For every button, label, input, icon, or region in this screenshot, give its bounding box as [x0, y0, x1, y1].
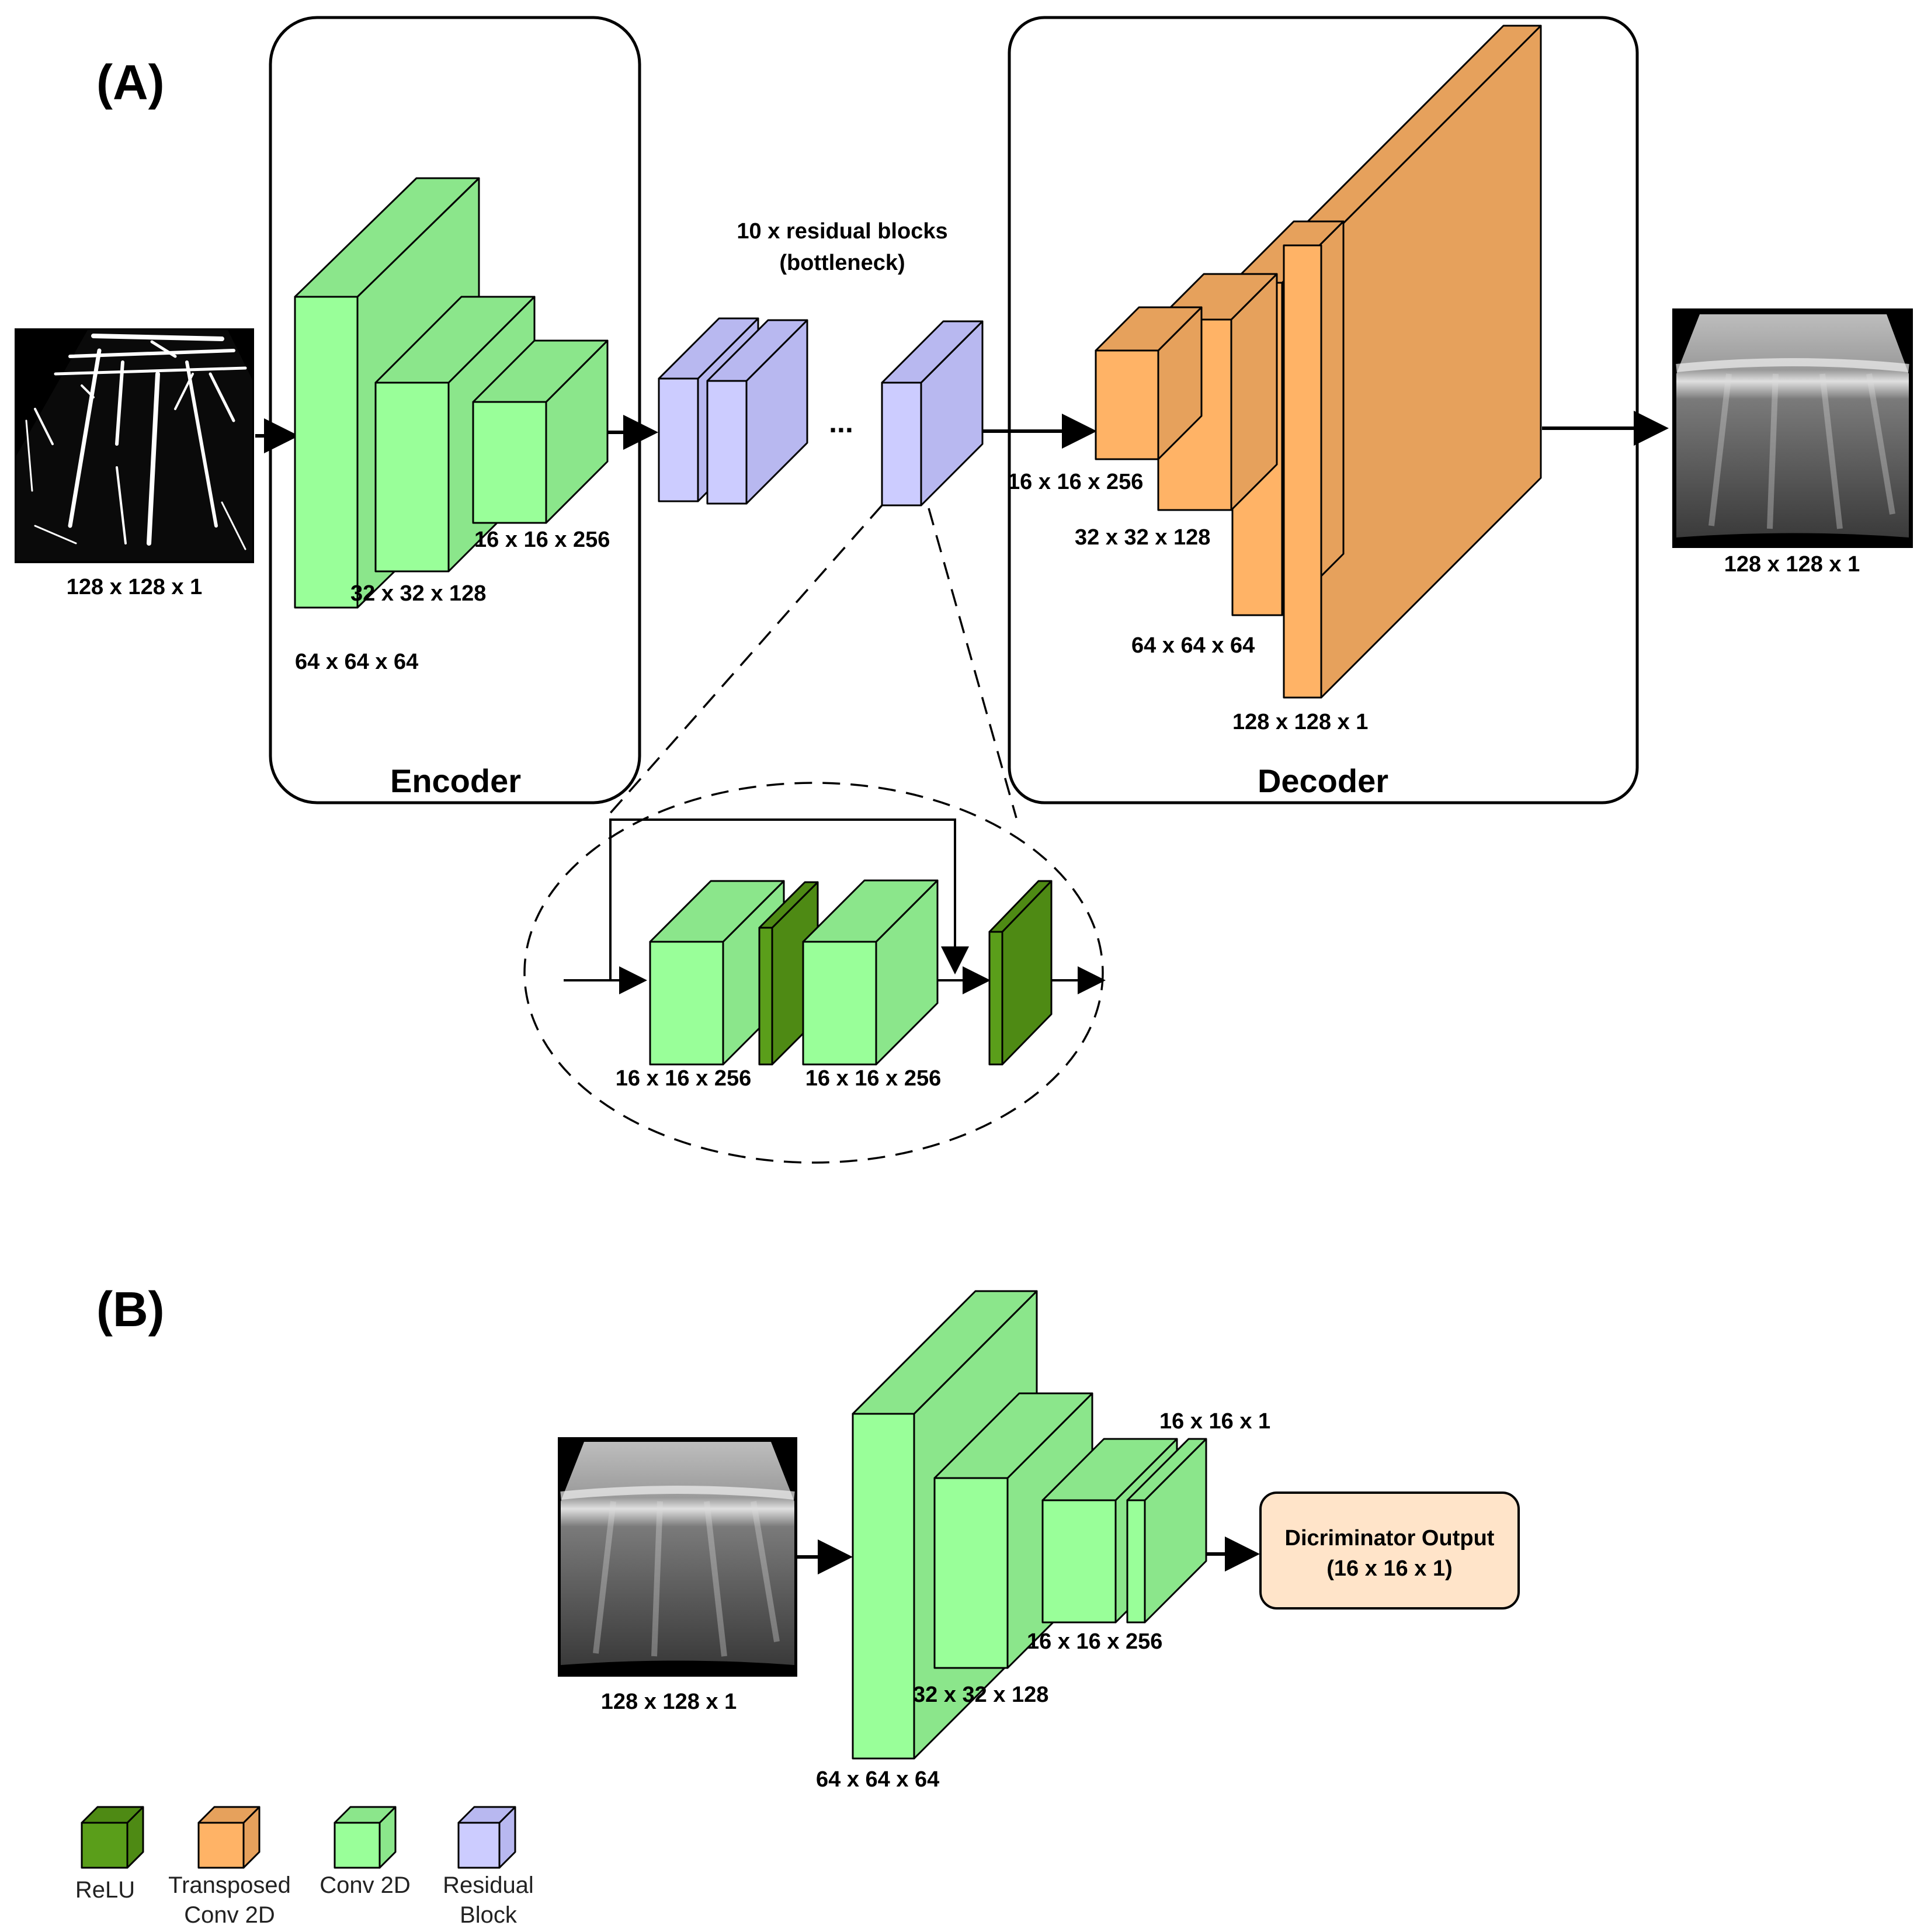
legend: ReLU Transposed Conv 2D Conv 2D Residual… — [75, 1806, 534, 1928]
encoder-conv-block-3 — [472, 339, 609, 524]
residual-detail — [564, 818, 1106, 1066]
discriminator-layer-4-label: 16 x 16 x 1 — [1159, 1409, 1270, 1434]
output-size-label: 128 x 128 x 1 — [1724, 552, 1860, 577]
decoder-layer-4-label: 128 x 128 x 1 — [1232, 710, 1368, 734]
discriminator-output-box — [1259, 1492, 1520, 1610]
residual-detail-label-2: 16 x 16 x 256 — [805, 1066, 941, 1091]
residual-relu-block-2 — [988, 880, 1053, 1066]
encoder-box — [269, 16, 641, 804]
skip-connection-arrow — [609, 818, 969, 980]
residual-block-n — [881, 320, 984, 507]
input-mask-image — [15, 328, 254, 563]
encoder-layer-3-label: 16 x 16 x 256 — [474, 528, 610, 552]
panel-b-label: (B) — [96, 1282, 165, 1337]
discriminator-input-label: 128 x 128 x 1 — [601, 1690, 737, 1714]
zoom-line-left — [607, 504, 883, 816]
residual-block-2 — [706, 319, 808, 505]
legend-relu-icon — [81, 1806, 144, 1869]
legend-relu-label: ReLU — [75, 1877, 135, 1903]
legend-transposed-label-line2: Conv 2D — [184, 1902, 275, 1928]
decoder-transposed-block-4-front — [1283, 244, 1322, 699]
encoder-title: Encoder — [390, 762, 521, 799]
decoder-layer-1-label: 16 x 16 x 256 — [1008, 470, 1143, 494]
bottleneck-title-line1: 10 x residual blocks — [737, 219, 947, 244]
panel-a-label: (A) — [96, 55, 165, 110]
decoder-box — [1008, 16, 1639, 804]
discriminator-input-image — [558, 1437, 797, 1677]
legend-residual-label-line1: Residual — [443, 1872, 534, 1898]
decoder-title: Decoder — [1258, 762, 1388, 799]
discriminator-conv-block-4 — [1126, 1438, 1207, 1624]
discriminator-layer-2-label: 32 x 32 x 128 — [913, 1683, 1048, 1707]
legend-conv2d-label: Conv 2D — [319, 1872, 411, 1898]
encoder-layer-2-label: 32 x 32 x 128 — [350, 581, 486, 606]
discriminator-output-line2: (16 x 16 x 1) — [1326, 1556, 1452, 1581]
discriminator-output-line1: Dicriminator Output — [1285, 1526, 1495, 1551]
decoder-layer-3-label: 64 x 64 x 64 — [1131, 633, 1255, 658]
residual-conv-block-2 — [802, 879, 939, 1066]
decoder-layer-2-label: 32 x 32 x 128 — [1075, 525, 1210, 550]
bottleneck-title-line2: (bottleneck) — [779, 251, 905, 275]
residual-detail-label-1: 16 x 16 x 256 — [616, 1066, 751, 1091]
legend-residual-label-line2: Block — [460, 1902, 518, 1928]
legend-transposed-label-line1: Transposed — [168, 1872, 291, 1898]
bottleneck-ellipsis: ... — [829, 406, 853, 439]
discriminator-layer-1-label: 64 x 64 x 64 — [816, 1767, 939, 1792]
legend-residual-block-icon — [457, 1806, 516, 1869]
zoom-line-right — [928, 508, 1017, 818]
legend-conv2d-icon — [334, 1806, 397, 1869]
input-size-label: 128 x 128 x 1 — [67, 575, 202, 599]
decoder-transposed-block-1 — [1095, 306, 1203, 460]
output-ultrasound-image — [1672, 308, 1913, 548]
encoder-layer-1-label: 64 x 64 x 64 — [295, 650, 418, 674]
discriminator-layer-3-label: 16 x 16 x 256 — [1027, 1629, 1162, 1654]
legend-transposed-conv2d-icon — [197, 1806, 261, 1869]
